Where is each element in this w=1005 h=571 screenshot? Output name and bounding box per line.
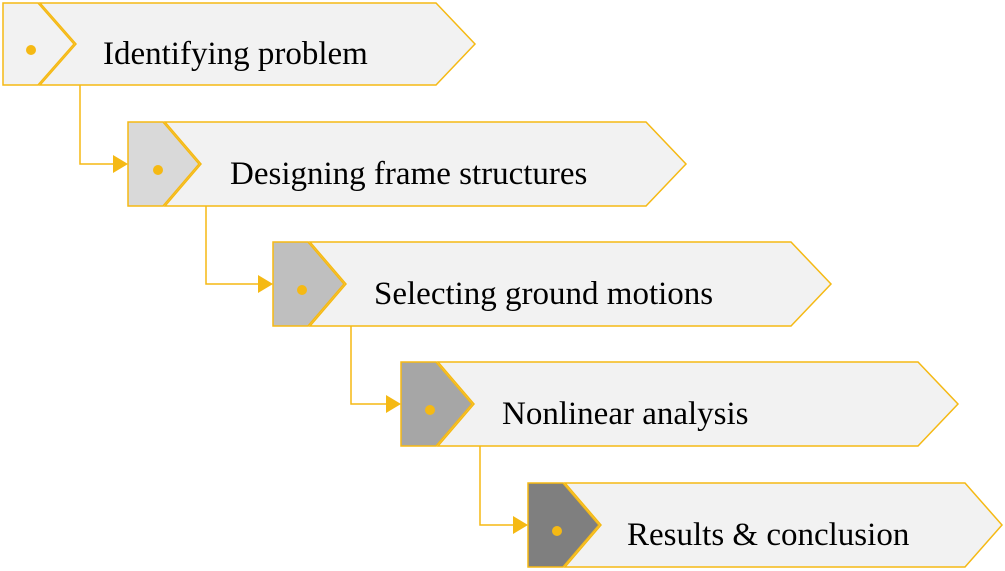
step-3-arrow [308, 241, 833, 327]
step-4: Nonlinear analysis [400, 361, 960, 447]
step-5-label: Results & conclusion [627, 517, 909, 553]
connector-4-5-arrowhead [513, 516, 528, 534]
step-2-dot [153, 165, 163, 175]
connector-3-4-line [350, 326, 387, 405]
step-1-arrow [38, 2, 477, 86]
step-5-marker [527, 482, 600, 568]
connector-4-5 [479, 446, 528, 534]
step-1-label: Identifying problem [103, 36, 368, 72]
connector-2-3 [205, 206, 273, 293]
connector-3-4-arrowhead [386, 395, 401, 413]
connector-1-2 [79, 85, 128, 173]
step-3-marker [272, 241, 345, 327]
step-4-arrow [436, 361, 960, 447]
connector-1-2-line [79, 85, 114, 165]
step-5-dot [552, 526, 562, 536]
step-5-arrow [563, 482, 1003, 568]
step-4-marker [400, 361, 473, 447]
step-2-label: Designing frame structures [230, 156, 587, 192]
step-2: Designing frame structures [127, 121, 688, 207]
step-3-dot [297, 285, 307, 295]
connector-3-4 [350, 326, 401, 413]
step-5: Results & conclusion [527, 482, 1003, 568]
connector-2-3-arrowhead [258, 275, 273, 293]
step-3-label: Selecting ground motions [374, 276, 713, 312]
step-4-dot [425, 405, 435, 415]
step-2-arrow [163, 121, 688, 207]
step-1-dot [26, 45, 36, 55]
step-1-marker [2, 2, 75, 86]
step-3: Selecting ground motions [272, 241, 833, 327]
connector-2-3-line [205, 206, 259, 285]
connector-4-5-line [479, 446, 514, 526]
connector-1-2-arrowhead [113, 155, 128, 173]
step-2-marker [127, 121, 200, 207]
step-4-label: Nonlinear analysis [502, 396, 749, 432]
step-1: Identifying problem [2, 2, 477, 86]
